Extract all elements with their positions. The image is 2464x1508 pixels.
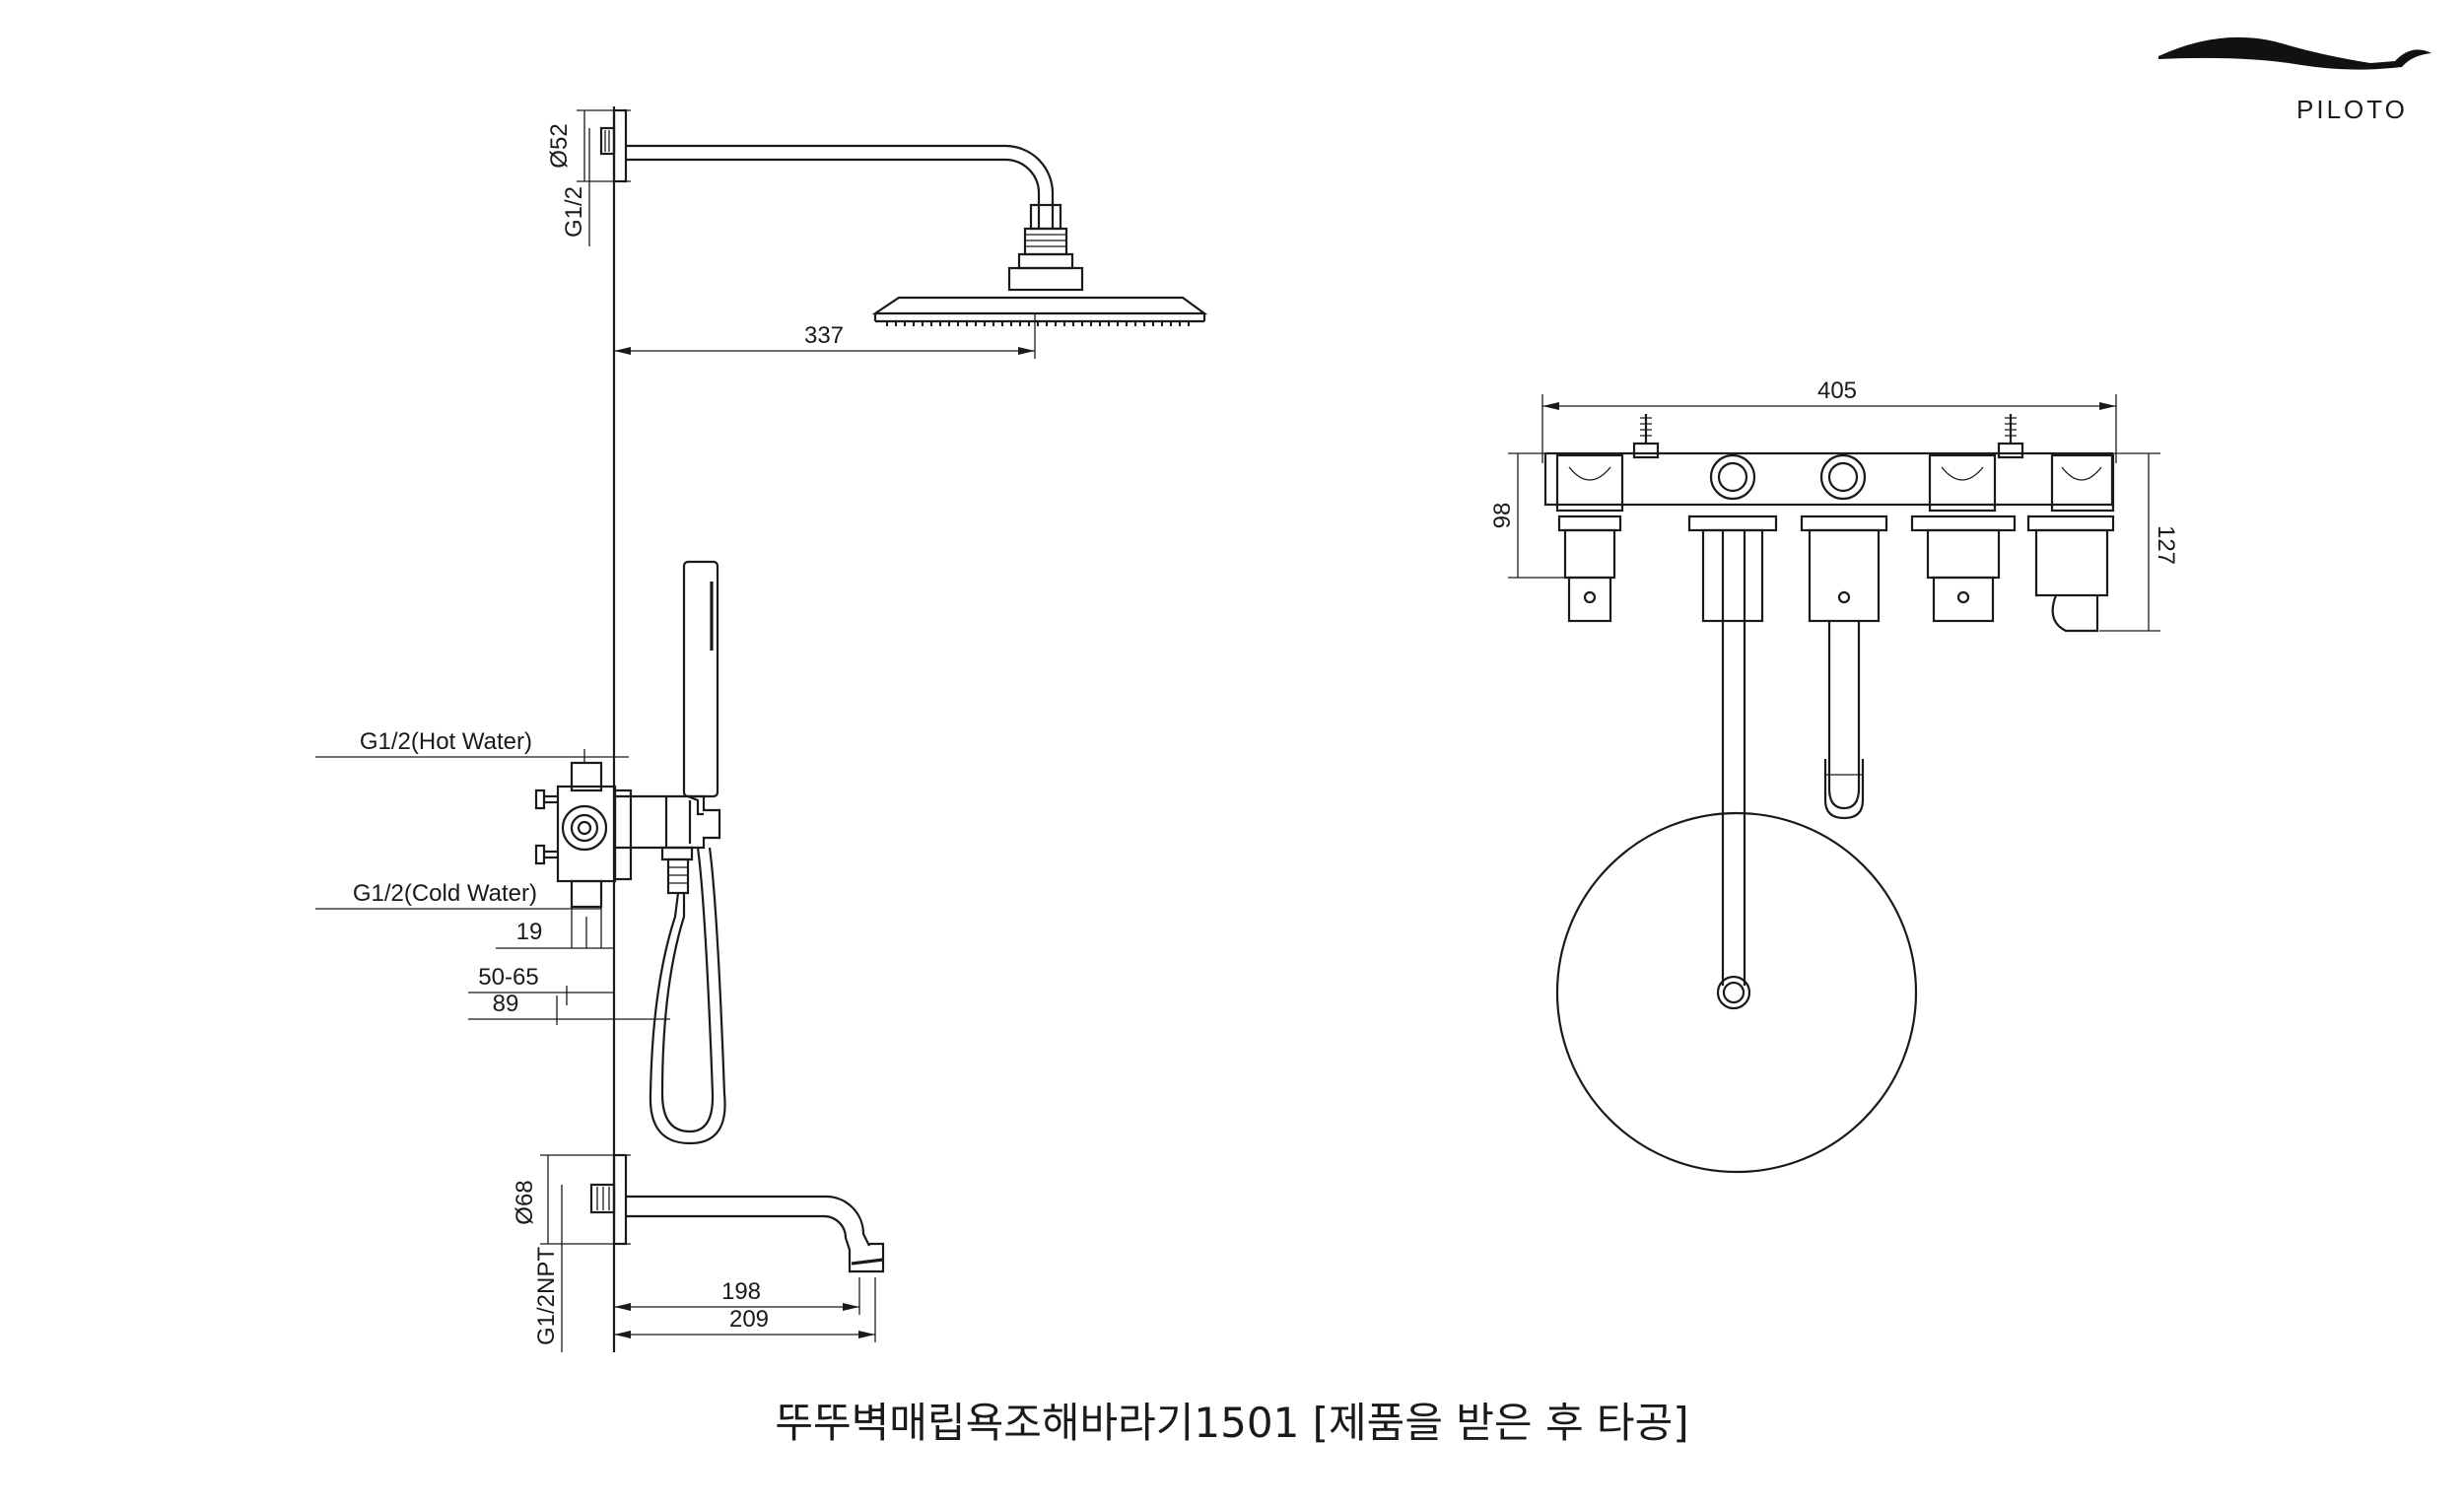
shower-head-front [1555, 811, 1918, 1174]
bleed-screw-left [1632, 414, 1660, 459]
shower-head-neck [1007, 266, 1084, 292]
arm-thread [599, 126, 616, 156]
dim-50-65: 50-65 [478, 964, 538, 991]
label-cold-water: G1/2(Cold Water) [353, 880, 537, 907]
valve-3 [1800, 453, 1888, 820]
front-view: 405 [1489, 377, 2179, 1174]
dim-spout-thread: G1/2NPT [533, 1247, 560, 1345]
label-hot-water: G1/2(Hot Water) [360, 728, 532, 755]
valve-1 [1555, 453, 1624, 623]
shower-head [871, 296, 1208, 315]
valve-top-cap [570, 761, 603, 792]
spout-pipe [626, 1195, 870, 1247]
bleed-screw-right [1997, 414, 2024, 459]
valve-4 [1910, 453, 2017, 623]
arm-flange [612, 108, 628, 183]
product-caption: 뚜뚜벽매립욕조해바라기1501 [제품을 받은 후 타공] [775, 1399, 1689, 1447]
dim-198: 198 [721, 1278, 761, 1305]
hose-connector [666, 857, 690, 895]
valve-bottom-cap [570, 879, 603, 909]
valve-5 [2026, 453, 2115, 633]
dim-127: 127 [2153, 525, 2179, 565]
spout-flange [612, 1153, 628, 1246]
shower-arm-joint [1716, 975, 1751, 1010]
side-view: Ø52 G1/2 337 [315, 106, 1208, 1352]
dim-89: 89 [493, 991, 519, 1017]
shower-head-nozzles [886, 321, 1190, 326]
dim-209: 209 [729, 1306, 769, 1333]
dim-arm-thread: G1/2 [561, 186, 587, 238]
dim-width: 405 [1817, 377, 1857, 404]
hose [649, 847, 726, 1145]
dim-arm-length: 337 [804, 322, 844, 349]
brand-name: PILOTO [2296, 95, 2408, 124]
hand-shower-holder [614, 794, 721, 850]
dim-spout-diameter: Ø68 [512, 1180, 538, 1224]
spout-thread [589, 1183, 616, 1214]
dim-arm-diameter: Ø52 [546, 123, 573, 168]
dim-98: 98 [1489, 503, 1516, 529]
shower-arm [626, 144, 1055, 229]
piloto-logo [2158, 36, 2431, 70]
valve-2 [1687, 453, 1778, 986]
spout-outlet [851, 1258, 884, 1266]
dim-19: 19 [516, 919, 543, 945]
valve-port [561, 804, 608, 852]
